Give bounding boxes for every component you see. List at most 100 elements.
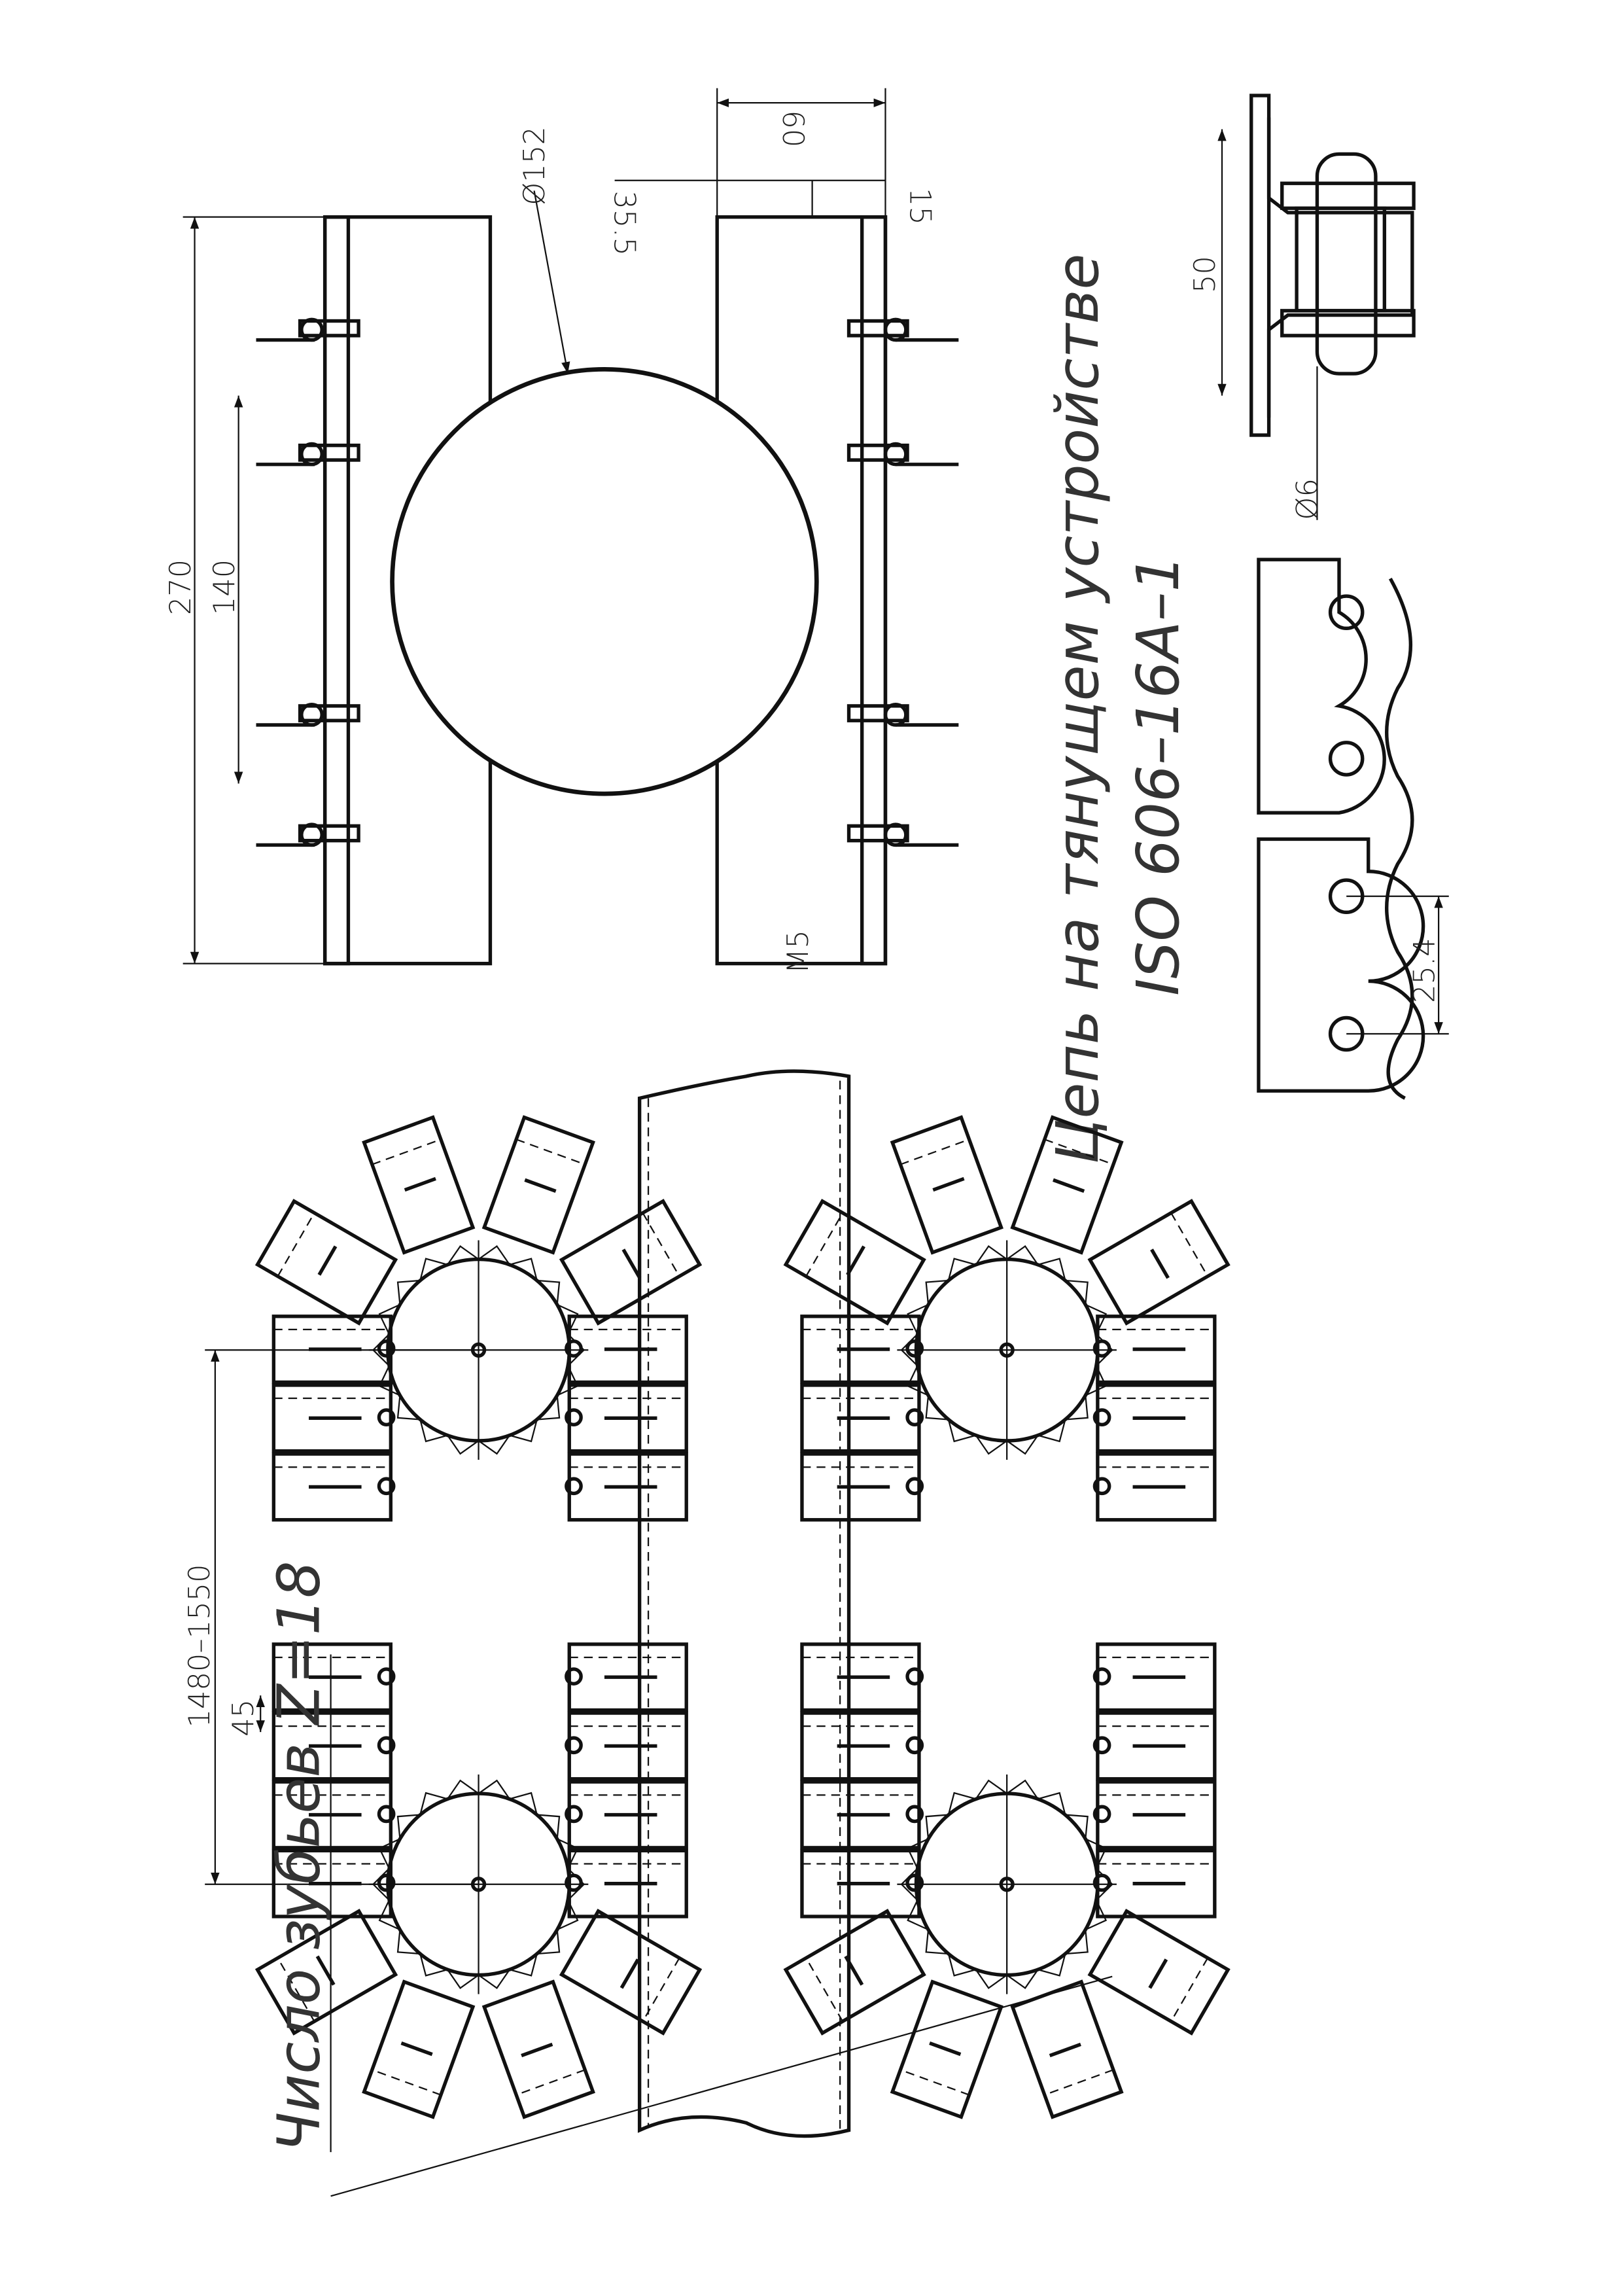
chain-roller [905, 1873, 924, 1892]
hidden-line [1044, 1139, 1114, 1165]
gripper-pad [254, 1199, 398, 1326]
gripper-pad [271, 1642, 393, 1712]
gripper-pad [1010, 1115, 1124, 1255]
gripper-block [800, 1383, 921, 1453]
gripper-pad [800, 1848, 921, 1918]
chain-roller [1092, 1408, 1111, 1427]
gripper-pad [800, 1315, 921, 1385]
hidden-line [805, 1957, 844, 2022]
gripper-pad [783, 1909, 926, 2036]
pipe-band [637, 1069, 851, 2138]
chain-roller [377, 1805, 396, 1824]
gripper-block [1096, 1711, 1217, 1781]
gripper-pad [559, 1199, 703, 1326]
pipe-circle [390, 366, 819, 796]
gripper-block [1087, 1909, 1230, 2036]
chain-roller [565, 1477, 583, 1496]
gripper-block [567, 1711, 688, 1781]
right-sheath-layer [860, 215, 888, 966]
hidden-line [515, 1139, 585, 1165]
gripper-pad [783, 1199, 926, 1326]
gripper-block [559, 1909, 703, 2036]
gripper-pad [567, 1642, 688, 1712]
gripper-block [783, 1909, 926, 2036]
gripper-block [1096, 1780, 1217, 1850]
gripper-block [481, 1979, 595, 2119]
gripper-block [1096, 1642, 1217, 1712]
gripper-block [271, 1642, 393, 1712]
gripper-block [271, 1780, 393, 1850]
block-bolt [1148, 1958, 1168, 1989]
chain-standard: ISO 606–16A–1 [1125, 555, 1193, 996]
block-bolt [400, 2041, 433, 2057]
gripper-pad [800, 1711, 921, 1781]
chain-plates-view: 25.4 [1257, 557, 1449, 1100]
chain-roller [1092, 1736, 1111, 1755]
gripper-block [890, 1979, 1003, 2119]
block-bolt [929, 2041, 962, 2057]
gripper-pad [362, 1979, 476, 2119]
bolt [846, 443, 909, 462]
dim-140: 140 [207, 559, 241, 615]
sprocket-assembly [254, 1642, 703, 2119]
hidden-line [372, 1139, 442, 1165]
chain-roller [565, 1339, 583, 1358]
gripper-block [567, 1383, 688, 1453]
gripper-block [1096, 1848, 1217, 1918]
bolt-head [883, 317, 908, 342]
gripper-pad [271, 1711, 393, 1781]
chain-roller [905, 1736, 924, 1755]
block-bolt [844, 1955, 864, 1986]
gripper-block [559, 1199, 703, 1326]
bolt [846, 824, 909, 843]
gripper-pad [800, 1383, 921, 1453]
chain-attachment-side-view: 50 Ø6 [1187, 94, 1416, 520]
dim-15: 15 [903, 188, 938, 225]
hidden-line [642, 1957, 680, 2022]
gripper-block [271, 1383, 393, 1453]
chain-roller [377, 1477, 396, 1496]
gripper-pad [1096, 1383, 1217, 1453]
gripper-block [271, 1711, 393, 1781]
gripper-block [362, 1115, 476, 1255]
block-bolt [621, 1248, 642, 1279]
pulling-device-view: 1480–1550 45 Число зубьев Z=18 [182, 1069, 1230, 2197]
gripper-pad [271, 1452, 393, 1522]
hidden-line [1170, 1957, 1209, 2022]
gripper-block [783, 1199, 926, 1326]
block-bolt [1150, 1248, 1170, 1279]
gripper-pad [1087, 1199, 1230, 1326]
sprocket-hub [999, 1877, 1015, 1892]
gripper-pad [800, 1452, 921, 1522]
bolt-head [300, 442, 324, 467]
gripper-block [890, 1115, 1003, 1255]
gripper-block [1087, 1199, 1230, 1326]
chain-roller [1092, 1339, 1111, 1358]
chain-roller [565, 1408, 583, 1427]
gripper-pad [1096, 1642, 1217, 1712]
gripper-pad [800, 1642, 921, 1712]
gripper-block [800, 1642, 921, 1712]
gripper-pad [1096, 1848, 1217, 1918]
dim-block-pitch: 45 [226, 1699, 260, 1737]
gripper-pad [890, 1115, 1003, 1255]
chain-roller [565, 1873, 583, 1892]
chain-title: Цепь на тянущем устройстве [1044, 254, 1112, 1165]
sprocket-assembly [783, 1642, 1230, 2119]
gripper-block [254, 1199, 398, 1326]
gripper-block [567, 1848, 688, 1918]
chain-roller [1092, 1667, 1111, 1686]
dim-270: 270 [163, 559, 198, 615]
teeth-count-note: Число зубьев Z=18 [266, 1561, 334, 2152]
gripper-pad [1087, 1909, 1230, 2036]
hidden-line [900, 2069, 969, 2096]
block-bolt [1049, 2042, 1081, 2058]
gripper-pad [567, 1383, 688, 1453]
hidden-line [900, 1139, 969, 1165]
gripper-pad [271, 1780, 393, 1850]
gripper-pad [567, 1711, 688, 1781]
gripper-pad [890, 1979, 1003, 2119]
hidden-line [805, 1212, 844, 1277]
chain-roller [1092, 1477, 1111, 1496]
fasteners [256, 317, 959, 847]
